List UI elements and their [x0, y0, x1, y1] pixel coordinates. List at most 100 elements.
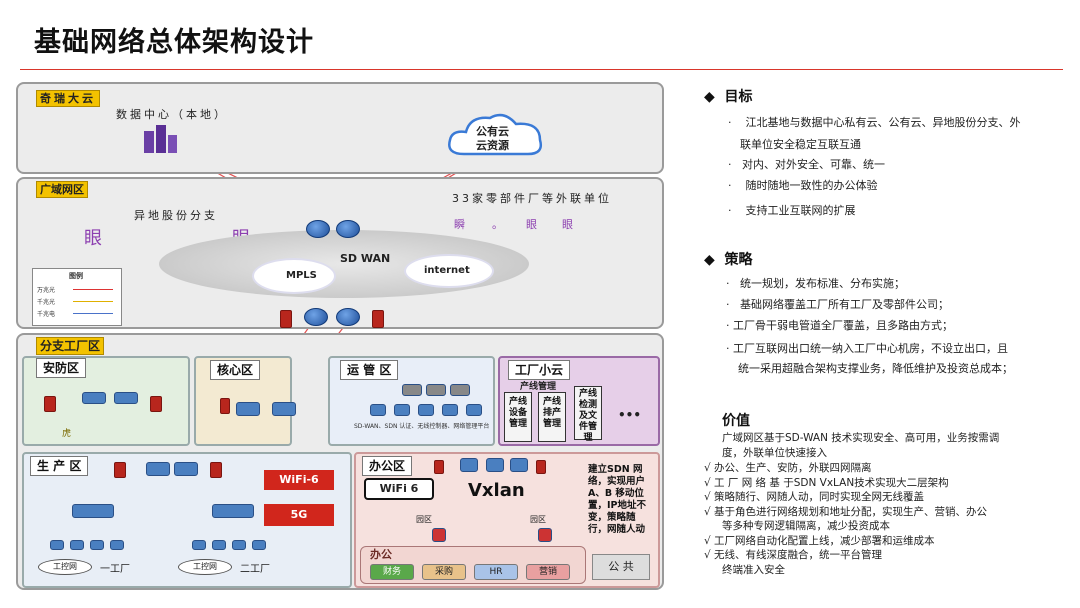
- eye-mark-1: 眼: [84, 228, 102, 249]
- bullet-dot-icon: ·: [728, 158, 732, 171]
- wifi6-logo: WiFi 6: [364, 478, 434, 500]
- title-divider: [20, 69, 1063, 70]
- core-switch-icon: [236, 402, 260, 416]
- controller-icon: [466, 404, 482, 416]
- diamond-bullet-icon: ◆: [704, 89, 715, 105]
- office-zone-title: 办公区: [362, 456, 413, 476]
- access-switch-icon: [72, 504, 114, 518]
- strategy-heading-text: 策略: [724, 252, 753, 268]
- server-icon: [450, 384, 470, 396]
- strategy-item-text: 工厂互联网出口统一纳入工厂中心机房，不设立出口，且: [733, 342, 1008, 355]
- goal-item: · 江北基地与数据中心私有云、公有云、异地股份分支、外: [728, 114, 1021, 130]
- legend-line-yellow: [73, 301, 113, 302]
- firewall-icon: [434, 460, 444, 474]
- edge-device-icon: [50, 540, 64, 550]
- strategy-item-text: 统一规划，发布标准、分布实施；: [740, 277, 905, 290]
- strategy-item: · 工厂互联网出口统一纳入工厂中心机房，不设立出口，且: [726, 340, 1008, 356]
- eye-mark-4: 。: [492, 218, 503, 231]
- plant-1-label: 一工厂: [100, 564, 130, 575]
- strategy-heading: ◆ 策略: [704, 249, 753, 269]
- value-line: 终端准入安全: [722, 564, 785, 576]
- core-zone-title: 核心区: [210, 360, 261, 380]
- plant-2-label: 二工厂: [240, 564, 270, 575]
- sdwan-router-icon: [336, 220, 360, 238]
- office-switch-icon: [510, 458, 528, 472]
- goal-item-text: 随时随地一致性的办公体验: [745, 179, 878, 192]
- legend-item: 千兆电: [37, 311, 56, 318]
- office-switch-icon: [486, 458, 504, 472]
- office-group-label: 办公: [370, 548, 392, 561]
- bullet-dot-icon: ·: [726, 298, 730, 311]
- public-box: 公 共: [592, 554, 650, 580]
- edge-device-icon: [212, 540, 226, 550]
- core-switch-icon: [272, 402, 296, 416]
- value-line: √ 工 厂 网 络 基 于SDN VxLAN技术实现大二层架构: [704, 477, 949, 489]
- controller-icon: [442, 404, 458, 416]
- datacenter-label: 数据中心（本地）: [116, 108, 228, 121]
- firewall-icon: [44, 396, 56, 412]
- park-label-1: 园区: [416, 515, 432, 524]
- goal-heading-text: 目标: [724, 89, 753, 105]
- strategy-item-continued: 统一采用超融合架构支撑业务，降低维护及投资总成本；: [738, 362, 1013, 375]
- goal-item: · 对内、对外安全、可靠、统一: [728, 156, 885, 172]
- controller-icon: [370, 404, 386, 416]
- bullet-dot-icon: ·: [726, 342, 730, 355]
- access-switch-icon: [212, 504, 254, 518]
- goal-item-text: 江北基地与数据中心私有云、公有云、异地股份分支、外: [745, 116, 1021, 129]
- legend-item: 万兆光: [37, 287, 56, 294]
- edge-device-icon: [192, 540, 206, 550]
- cloud-panel-tag: 奇瑞大云: [36, 90, 100, 107]
- public-cloud-icon: [444, 110, 548, 160]
- goal-item-text: 支持工业互联网的扩展: [745, 204, 856, 217]
- legend-line-red: [73, 289, 113, 290]
- strategy-item: · 工厂骨干弱电管道全厂覆盖，且多路由方式；: [726, 317, 953, 333]
- 5g-badge: 5G: [264, 504, 334, 526]
- goal-item: · 随时随地一致性的办公体验: [728, 177, 878, 193]
- value-line: √ 无线、有线深度融合，统一平台管理: [704, 549, 883, 561]
- edge-device-icon: [90, 540, 104, 550]
- value-line: √ 策略随行、网随人动，同时实现全网无线覆盖: [704, 491, 925, 503]
- user-a-device-icon: [432, 528, 446, 542]
- factory-cloud-title: 工厂小云: [508, 360, 571, 380]
- edge-device-icon: [70, 540, 84, 550]
- more-indicator: •••: [618, 408, 642, 422]
- firewall-icon: [150, 396, 162, 412]
- ipc-network-1: 工控网: [38, 559, 92, 575]
- eye-mark-6: 眼: [562, 218, 573, 231]
- wan-panel-tag: 广域网区: [36, 181, 88, 198]
- sdn-note: 建立SDN 网络，实现用户A、B 移动位置，IP地址不变，策略随行，网随人动: [588, 464, 646, 535]
- security-note: 虎: [62, 429, 72, 439]
- bullet-dot-icon: ·: [726, 319, 730, 332]
- firewall-icon: [280, 310, 292, 328]
- goal-item-continued: 联单位安全稳定互联互通: [740, 138, 861, 151]
- switch-icon: [82, 392, 106, 404]
- goal-heading: ◆ 目标: [704, 86, 753, 106]
- strategy-item: · 基础网络覆盖工厂所有工厂及零部件公司；: [726, 296, 949, 312]
- bullet-dot-icon: ·: [726, 277, 730, 290]
- dept-hr: HR: [474, 564, 518, 580]
- strategy-item-text: 工厂骨干弱电管道全厂覆盖，且多路由方式；: [733, 319, 953, 332]
- vxlan-label: Vxlan: [468, 480, 525, 501]
- mpls-cloud-icon: [254, 260, 334, 292]
- dept-sales: 营销: [526, 564, 570, 580]
- branch-panel-tag: 分支工厂区: [36, 337, 105, 355]
- wifi6-badge: WiFi-6: [264, 470, 334, 490]
- firewall-icon: [210, 462, 222, 478]
- ops-zone-title: 运 管 区: [340, 360, 399, 380]
- value-line: √ 办公、生产、安防，外联四网隔离: [704, 462, 872, 474]
- line-mgmt-label: 产线管理: [520, 382, 557, 392]
- dept-purchase: 采购: [422, 564, 466, 580]
- legend-item: 千兆光: [37, 299, 56, 306]
- server-icon: [426, 384, 446, 396]
- office-switch-icon: [460, 458, 478, 472]
- firewall-icon: [114, 462, 126, 478]
- ipc-network-2: 工控网: [178, 559, 232, 575]
- value-line: 等多种专网逻辑隔离，减少投资成本: [722, 520, 890, 532]
- production-zone-title: 生 产 区: [30, 456, 89, 476]
- strategy-item: · 统一规划，发布标准、分布实施；: [726, 275, 905, 291]
- page-title: 基础网络总体架构设计: [34, 27, 314, 58]
- internet-label: internet: [424, 265, 470, 276]
- controller-icon: [418, 404, 434, 416]
- firewall-icon: [536, 460, 546, 474]
- sdwan-label: SD WAN: [340, 252, 391, 265]
